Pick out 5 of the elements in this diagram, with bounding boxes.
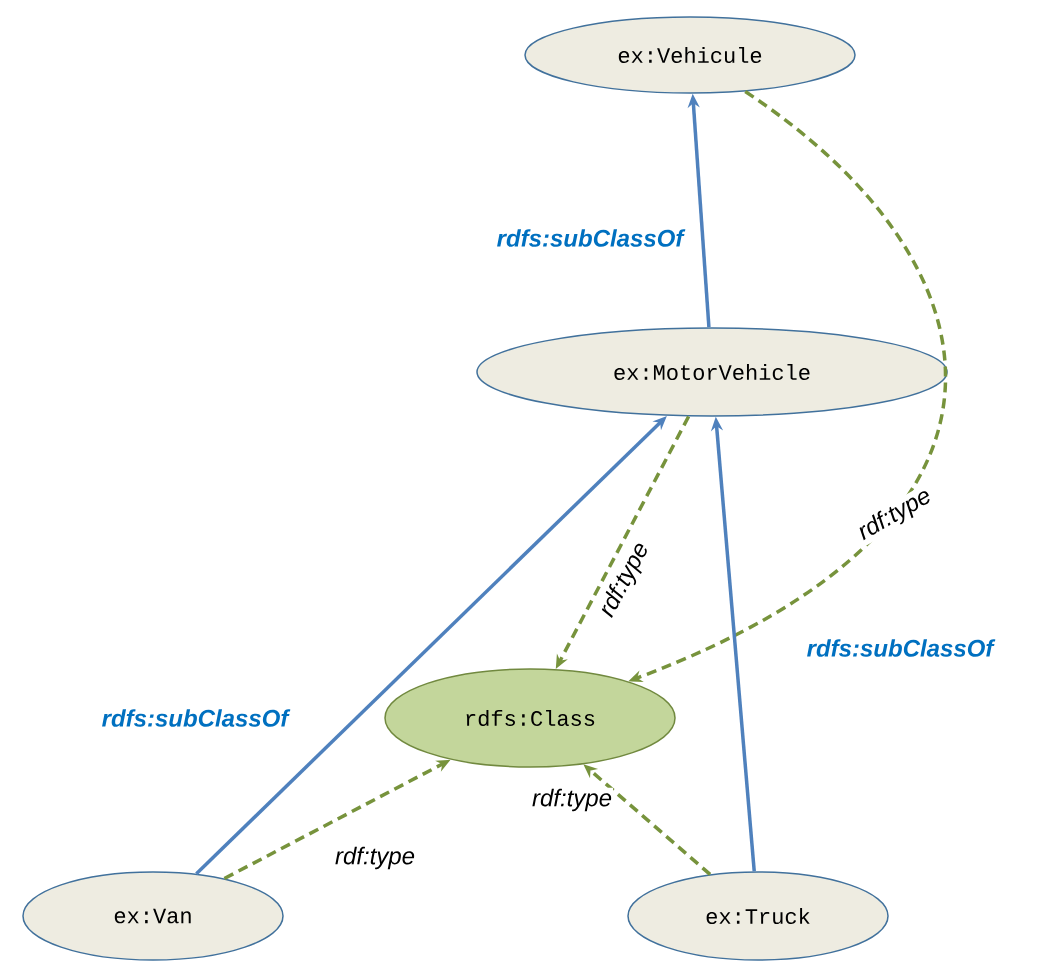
edge-label: rdf:type [334, 845, 416, 871]
edge-label: rdfs:subClassOf [805, 638, 996, 658]
edge-label: rdf:type [531, 787, 614, 813]
edge-label: rdfs:subClassOf [495, 228, 686, 248]
edge-label: rdfs:subClassOf [100, 708, 291, 728]
